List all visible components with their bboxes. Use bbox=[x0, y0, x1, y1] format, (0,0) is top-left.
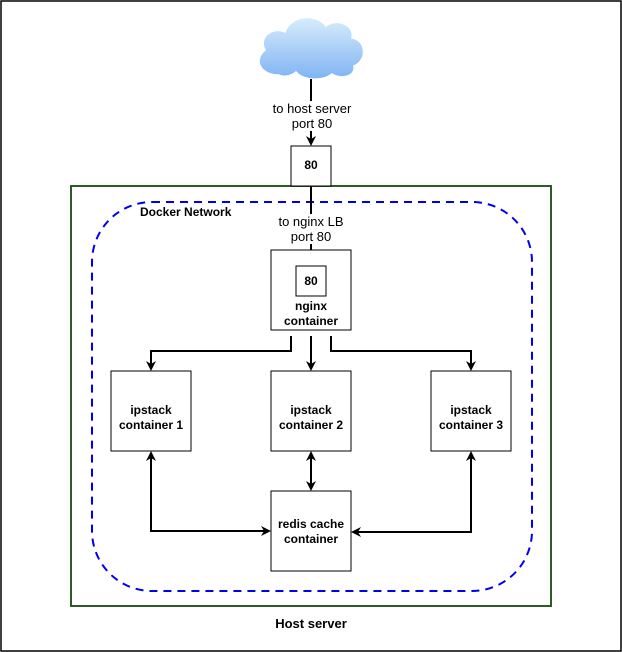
ipstack2-label-line1: ipstack bbox=[290, 403, 332, 417]
docker-network-label: Docker Network bbox=[140, 205, 232, 219]
edge-label-line1: to host server bbox=[272, 101, 352, 116]
edge-ipstack3-redis[interactable] bbox=[351, 451, 476, 537]
ipstack-container-2-box[interactable] bbox=[270, 370, 352, 452]
edge-label-line2: port 80 bbox=[290, 229, 332, 244]
edge-label-line2: port 80 bbox=[291, 116, 333, 131]
nginx-label-line2: container bbox=[283, 314, 338, 328]
host-server-label: Host server bbox=[275, 616, 347, 631]
ipstack-container-2-label: ipstack container 2 bbox=[271, 403, 351, 433]
edge-label-to-nginx: to nginx LB port 80 bbox=[275, 214, 347, 244]
edge-label-line1: to nginx LB bbox=[278, 214, 344, 229]
redis-label-line1: redis cache bbox=[277, 517, 345, 531]
ipstack-container-3-box[interactable] bbox=[430, 370, 512, 452]
redis-cache-container-label: redis cache container bbox=[271, 517, 351, 547]
nginx-port-box[interactable] bbox=[295, 265, 327, 297]
ipstack1-label-line2: container 1 bbox=[118, 418, 184, 432]
host-port-box[interactable] bbox=[290, 145, 332, 187]
ipstack-container-3-label: ipstack container 3 bbox=[431, 403, 511, 433]
ipstack-container-1-label: ipstack container 1 bbox=[111, 403, 191, 433]
nginx-container-label: nginx container bbox=[271, 299, 351, 329]
nginx-port-label: 80 bbox=[304, 274, 318, 288]
edge-label-to-host-server: to host server port 80 bbox=[266, 101, 358, 131]
ipstack1-label-line1: ipstack bbox=[130, 403, 172, 417]
redis-cache-container-box[interactable] bbox=[270, 490, 352, 572]
ipstack3-label-line1: ipstack bbox=[450, 403, 492, 417]
internet-cloud-icon[interactable] bbox=[258, 16, 365, 80]
edge-ipstack1-redis[interactable] bbox=[146, 451, 271, 536]
nginx-label-line1: nginx bbox=[295, 299, 327, 313]
edge-nginx-to-ipstack1[interactable] bbox=[146, 336, 292, 371]
ipstack3-label-line2: container 3 bbox=[438, 418, 504, 432]
host-port-label: 80 bbox=[304, 158, 318, 172]
edge-nginx-to-ipstack3[interactable] bbox=[330, 336, 476, 371]
ipstack2-label-line2: container 2 bbox=[278, 418, 344, 432]
ipstack-container-1-box[interactable] bbox=[110, 370, 192, 452]
redis-label-line2: container bbox=[283, 532, 338, 546]
